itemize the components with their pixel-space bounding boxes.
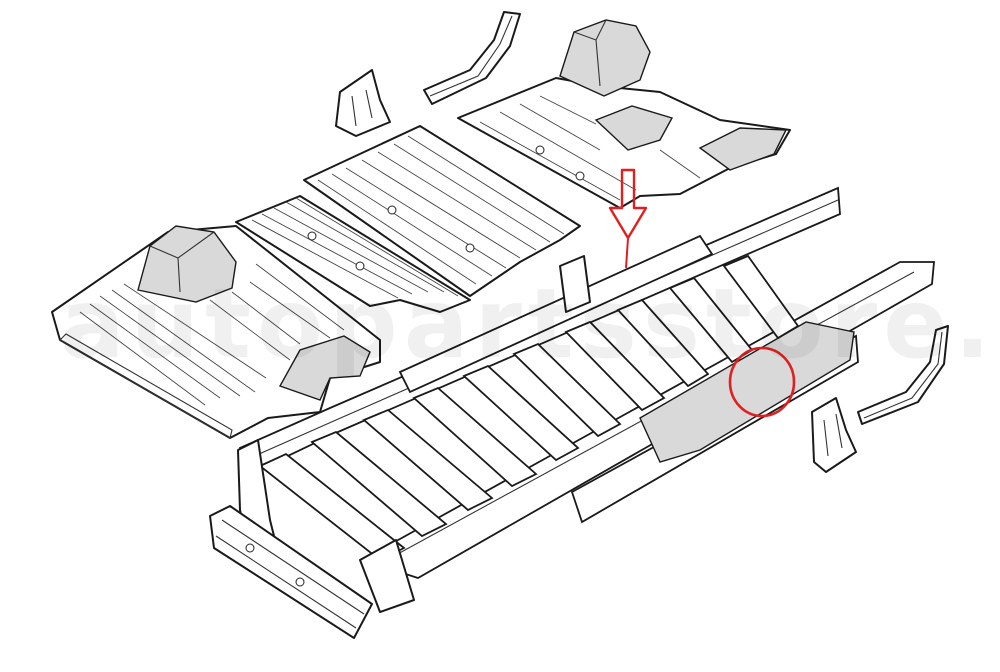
chassis-frame bbox=[237, 186, 935, 613]
rear-crossmember bbox=[209, 505, 373, 639]
front-right-pillar-bracket bbox=[811, 397, 857, 473]
rear-left-pillar-bracket bbox=[335, 69, 391, 137]
rear-floor-panel bbox=[51, 225, 381, 439]
callout-arrow bbox=[608, 168, 648, 269]
front-floor-panel bbox=[457, 19, 791, 209]
rear-floor-ribs bbox=[79, 263, 345, 406]
front-center-floor-panel bbox=[303, 125, 581, 297]
front-right-arch-rail bbox=[857, 325, 949, 425]
front-floor-ribs bbox=[479, 95, 701, 201]
rear-left-arch-rail bbox=[423, 11, 521, 105]
center-floor-panel bbox=[235, 195, 471, 313]
callout-circle bbox=[728, 346, 796, 418]
floor-crossmembers bbox=[258, 254, 800, 562]
center-floor-ribs bbox=[251, 197, 459, 299]
front-center-floor-ribs bbox=[317, 135, 565, 285]
